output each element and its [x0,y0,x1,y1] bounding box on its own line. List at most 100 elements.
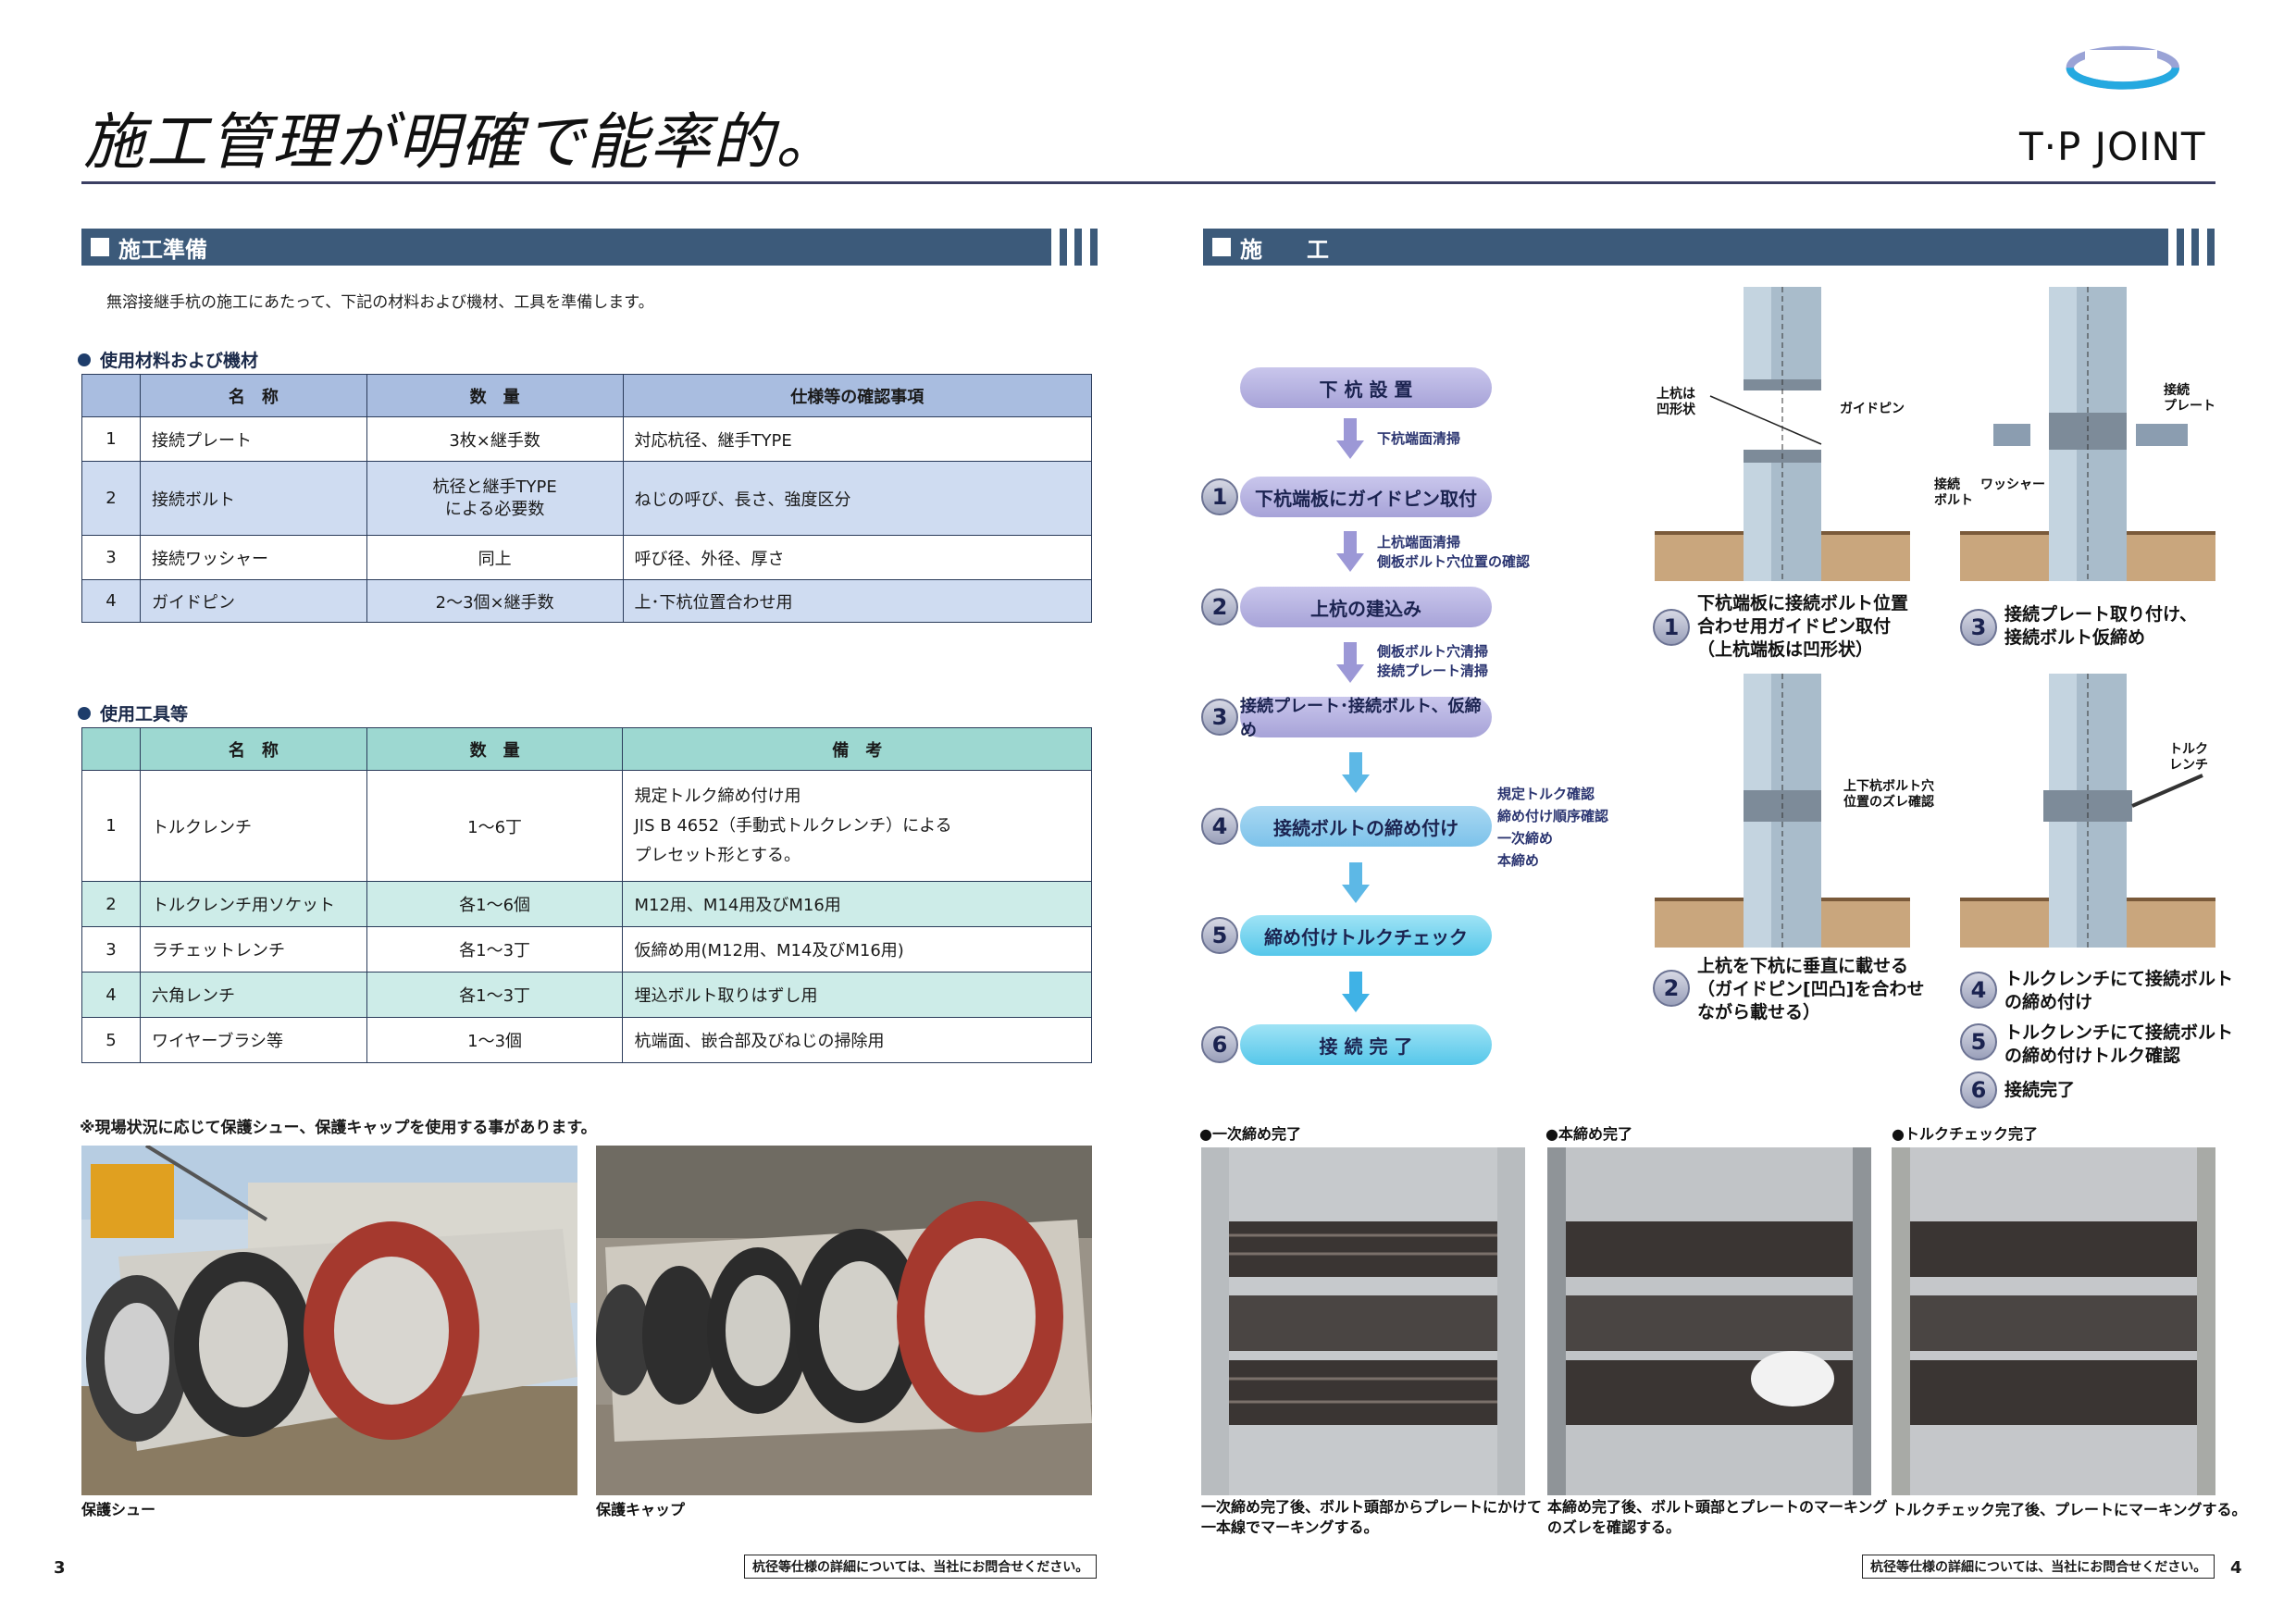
col-header: 名 称 [139,374,367,417]
step-number: 1 [1201,478,1238,515]
materials-heading: 使用材料および機材 [78,347,258,372]
photo-caption: 保護シュー [81,1501,156,1518]
flow-note: 側板ボルト穴清掃 接続プレート清掃 [1377,643,1489,679]
photo-protective-shoe [81,1146,577,1495]
photo-title: ●一次締め完了 [1199,1125,1301,1143]
stripe-decoration [2161,229,2215,266]
brand-logo-icon [2066,45,2179,90]
table-row: 4 ガイドピン 2～3個×継手数 上･下杭位置合わせ用 [81,579,1092,623]
diagram-label: 接続 ボルト [1934,477,1973,508]
diagram-caption: 接続プレート取り付け、 接続ボルト仮締め [2004,604,2198,648]
step-number: 6 [1201,1026,1238,1063]
flow-step: 接 続 完 了 [1240,1024,1492,1065]
diagram-label: トルク レンチ [2169,742,2208,773]
step-number: 4 [1201,808,1238,845]
diagram-label: 上杭は 凹形状 [1657,387,1695,417]
section-title: 施工準備 [118,236,207,263]
photo-title: ●トルクチェック完了 [1892,1125,2038,1143]
table-row: 3 接続ワッシャー 同上 呼び径、外径、厚さ [81,535,1092,580]
step-number: 6 [1960,1072,1997,1109]
flow-start: 下 杭 設 置 [1240,367,1492,408]
diagram-step3 [1960,287,2215,581]
diagram-label: ガイドピン [1840,402,1905,416]
section-bar-construction: 施 工 [1203,229,2215,266]
table-row: 3 ラチェットレンチ 各1～3丁 仮締め用(M12用、M14及びM16用) [81,926,1092,973]
section-title: 施 工 [1240,236,1329,263]
col-header: 数 量 [366,727,624,771]
table-row: 2 トルクレンチ用ソケット 各1～6個 M12用、M14用及びM16用 [81,881,1092,927]
table-row: 1 接続プレート 3枚×継手数 対応杭径、継手TYPE [81,416,1092,462]
title-rule [81,181,2215,184]
photo-note: ※現場状況に応じて保護シュー、保護キャップを使用する事があります。 [80,1119,597,1137]
photo-protective-cap [596,1146,1092,1495]
step-number: 3 [1960,609,1997,646]
diagram-caption: トルクレンチにて接続ボルト の締め付けトルク確認 [2004,1022,2234,1066]
section-bar-preparation: 施工準備 [81,229,1098,266]
brand-name: T·P JOINT [2019,124,2206,169]
diagram-step1 [1655,287,1910,581]
down-arrow-icon [1336,531,1364,572]
flow-step: 下杭端板にガイドピン取付 [1240,477,1492,517]
page-number: 4 [2230,1558,2242,1578]
materials-table: 名 称 数 量 仕様等の確認事項 1 接続プレート 3枚×継手数 対応杭径、継手… [81,374,1092,623]
down-arrow-icon [1342,752,1370,793]
diagram-caption: 上杭を下杭に垂直に載せる （ガイドピン[凹凸]を合わせ ながら載せる） [1697,956,1925,1022]
footer-note: 杭径等仕様の詳細については、当社にお問合せください。 [744,1555,1098,1579]
down-arrow-icon [1336,418,1364,459]
photo-caption: 保護キャップ [596,1501,686,1518]
stripe-decoration [1044,229,1098,266]
flow-step4-notes: 規定トルク確認 締め付け順序確認 一次締め 本締め [1497,786,1609,869]
col-header: 名 称 [139,727,367,771]
photo-caption: トルクチェック完了後、プレートにマーキングする。 [1892,1501,2247,1518]
diagram-step4 [1960,674,2215,948]
square-bullet-icon [1212,238,1231,256]
down-arrow-icon [1336,642,1364,683]
diagram-caption: 接続完了 [2004,1080,2076,1100]
square-bullet-icon [91,238,109,256]
flow-step: 接続ボルトの締め付け [1240,806,1492,847]
table-header-row: 名 称 数 量 仕様等の確認事項 [81,374,1092,417]
diagram-label: ワッシャー [1980,477,2045,492]
tools-heading: 使用工具等 [78,700,188,725]
flow-step: 締め付けトルクチェック [1240,915,1492,956]
down-arrow-icon [1342,972,1370,1012]
step-number: 2 [1653,970,1690,1007]
tools-table: 名 称 数 量 備 考 1 トルクレンチ 1～6丁 規定トルク締め付け用 JIS… [81,727,1092,1063]
photo-torque-check [1892,1147,2215,1495]
table-row: 5 ワイヤーブラシ等 1～3個 杭端面、嵌合部及びねじの掃除用 [81,1017,1092,1063]
down-arrow-icon [1342,862,1370,903]
step-number: 5 [1960,1023,1997,1060]
bullet-dot-icon [78,706,91,720]
diagram-label: 上下杭ボルト穴 位置のズレ確認 [1843,779,1934,810]
table-row: 4 六角レンチ 各1～3丁 埋込ボルト取りはずし用 [81,972,1092,1018]
photo-title: ●本締め完了 [1545,1125,1632,1143]
photo-final-tightening [1547,1147,1871,1495]
bullet-dot-icon [78,353,91,366]
flow-note: 上杭端面清掃 側板ボルト穴位置の確認 [1377,534,1531,570]
flow-step: 上杭の建込み [1240,587,1492,627]
page-number: 3 [54,1558,66,1578]
flow-note: 下杭端面清掃 [1377,430,1461,447]
col-header: 数 量 [366,374,624,417]
diagram-caption: トルクレンチにて接続ボルト の締め付け [2004,969,2234,1012]
footer-note: 杭径等仕様の詳細については、当社にお問合せください。 [1862,1555,2215,1579]
page-title: 施工管理が明確で能率的。 [83,106,838,178]
table-row: 2 接続ボルト 杭径と継手TYPE による必要数 ねじの呼び、長さ、強度区分 [81,461,1092,536]
table-row: 1 トルクレンチ 1～6丁 規定トルク締め付け用 JIS B 4652（手動式ト… [81,770,1092,882]
step-number: 2 [1201,588,1238,626]
step-number: 5 [1201,917,1238,954]
intro-text: 無溶接継手杭の施工にあたって、下記の材料および機材、工具を準備します。 [106,293,654,312]
col-header: 備 考 [622,727,1092,771]
flow-step: 接続プレート･接続ボルト、仮締め [1240,697,1492,740]
diagram-label: 接続 プレート [2164,383,2215,414]
step-number: 3 [1201,699,1238,736]
diagram-caption: 下杭端板に接続ボルト位置 合わせ用ガイドピン取付 （上杭端板は凹形状） [1697,593,1909,660]
photo-caption: 一次締め完了後、ボルト頭部からプレートにかけて 一本線でマーキングする。 [1201,1498,1543,1536]
step-number: 4 [1960,972,1997,1009]
photo-first-tightening [1201,1147,1525,1495]
col-header: 仕様等の確認事項 [622,374,1092,417]
step-number: 1 [1653,609,1690,646]
table-header-row: 名 称 数 量 備 考 [81,727,1092,771]
photo-caption: 本締め完了後、ボルト頭部とプレートのマーキング のズレを確認する。 [1547,1498,1888,1536]
diagram-step2 [1655,674,1910,948]
